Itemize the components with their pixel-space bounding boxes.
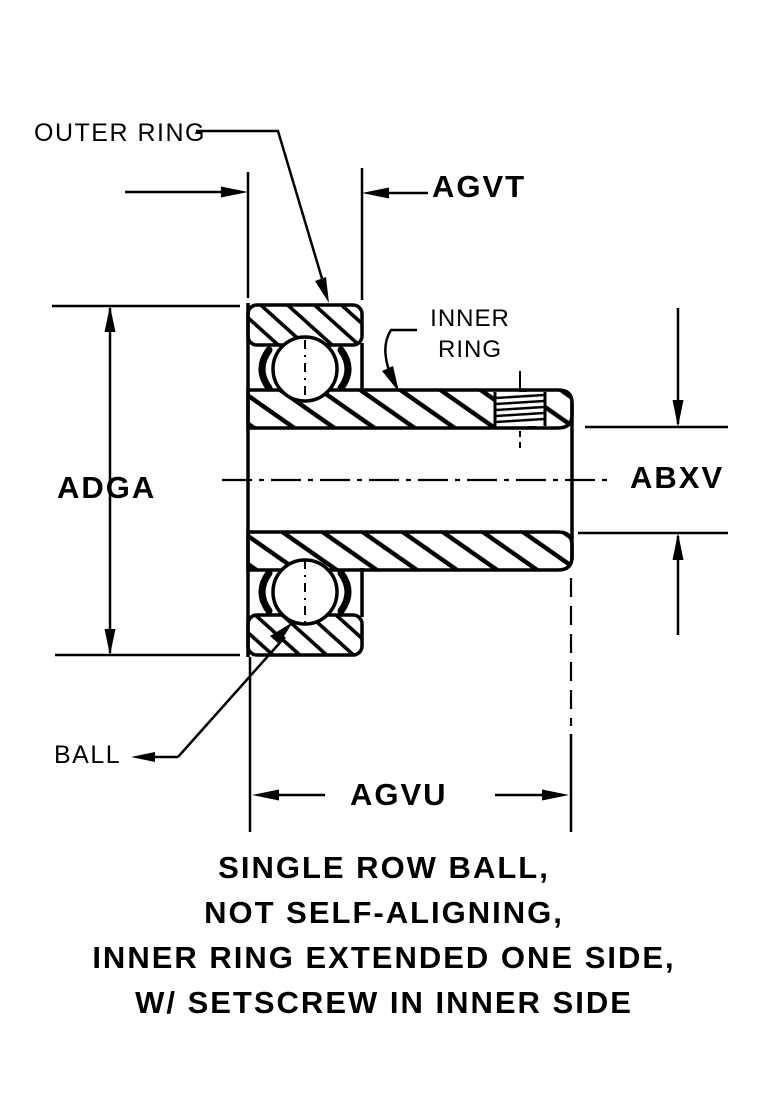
ball-top xyxy=(258,335,352,403)
dimension-label-abxv: ABXV xyxy=(630,460,725,495)
figure-title-line-1: SINGLE ROW BALL, xyxy=(218,850,550,885)
arrowhead-down xyxy=(104,629,116,655)
race-arc xyxy=(258,346,273,392)
figure-title-line-2: NOT SELF-ALIGNING, xyxy=(204,895,564,930)
arrowhead-down xyxy=(672,400,684,427)
dimension-agvt xyxy=(125,168,428,300)
ball-bottom xyxy=(258,558,352,626)
figure-title-line-3: INNER RING EXTENDED ONE SIDE, xyxy=(92,940,676,975)
inner-ring-label: INNER RING xyxy=(430,305,510,363)
dimension-agvu xyxy=(248,578,573,832)
arrowhead xyxy=(270,622,293,644)
arrowhead-left xyxy=(252,789,279,801)
race-arc xyxy=(337,346,352,392)
figure-title-line-4: W/ SETSCREW IN INNER SIDE xyxy=(135,985,633,1020)
leader-inner-ring xyxy=(382,328,417,392)
dimension-label-agvu: AGVU xyxy=(350,777,448,812)
leader-ball xyxy=(131,622,293,762)
ball-label: BALL xyxy=(54,741,122,769)
arrowhead-right xyxy=(542,789,569,801)
dimension-abxv xyxy=(578,308,728,635)
arrowhead-up xyxy=(104,306,116,332)
dimension-label-adga: ADGA xyxy=(57,470,157,505)
arrowhead-left xyxy=(362,187,389,199)
setscrew xyxy=(493,371,547,453)
arrowhead xyxy=(382,366,399,392)
outer-ring-label: OUTER RING xyxy=(34,119,206,147)
leader-outer-ring xyxy=(196,129,329,303)
arrowhead-left xyxy=(131,752,155,762)
arrowhead xyxy=(315,277,329,303)
arrowhead-right xyxy=(221,186,248,198)
inner-ring-section xyxy=(246,388,574,572)
dimension-label-agvt: AGVT xyxy=(432,169,527,204)
arrowhead-up xyxy=(672,533,684,560)
race-arc xyxy=(258,569,273,615)
figure-title: SINGLE ROW BALL, NOT SELF-ALIGNING, INNE… xyxy=(0,845,768,1025)
dimension-adga xyxy=(52,304,240,657)
race-arc xyxy=(337,569,352,615)
